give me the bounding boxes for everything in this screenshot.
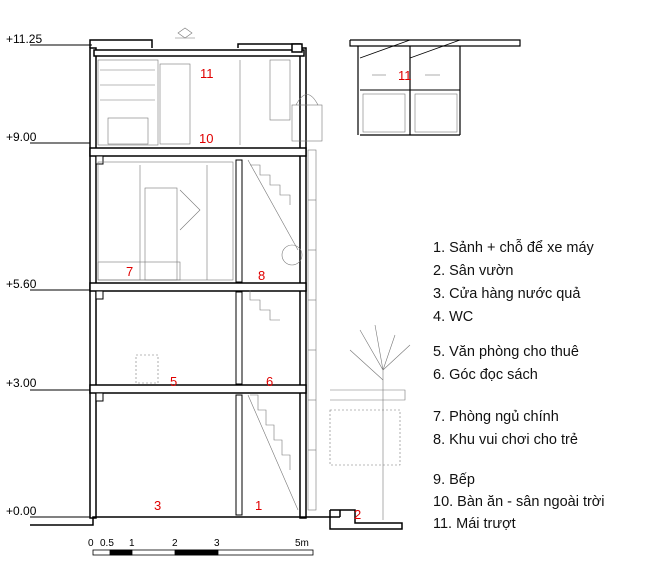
legend-item-6: 6. Góc đọc sách [433, 367, 538, 383]
legend-item-9: 9. Bếp [433, 472, 475, 488]
room-label-8: 8 [258, 268, 266, 283]
scale-tick-1: 1 [129, 538, 135, 549]
room-label-6: 6 [266, 374, 274, 389]
scale-tick-3: 3 [214, 538, 220, 549]
building-walls [30, 39, 403, 530]
legend-item-1: 1. Sảnh + chỗ để xe máy [433, 240, 594, 256]
scale-tick-05: 0.5 [100, 538, 114, 549]
level-label-300: +3.00 [6, 376, 37, 390]
interior-details [97, 27, 411, 520]
scale-bar [92, 549, 314, 556]
level-label-1125: +11.25 [6, 32, 43, 46]
room-label-3: 3 [154, 498, 162, 513]
legend-item-2: 2. Sân vườn [433, 263, 514, 279]
legend-item-4: 4. WC [433, 309, 474, 325]
roof-detail [349, 39, 521, 136]
scale-tick-0: 0 [88, 538, 94, 549]
legend-item-10: 10. Bàn ăn - sân ngoài trời [433, 494, 605, 510]
legend-item-5: 5. Văn phòng cho thuê [433, 344, 579, 360]
legend-item-7: 7. Phòng ngủ chính [433, 409, 559, 425]
room-label-1: 1 [255, 498, 263, 513]
level-label-560: +5.60 [6, 277, 37, 291]
legend-item-8: 8. Khu vui chơi cho trẻ [433, 432, 578, 448]
roof-detail-label-11: 11 [398, 68, 412, 83]
scale-tick-5m: 5m [295, 538, 309, 549]
room-label-10: 10 [199, 131, 214, 146]
room-label-7: 7 [126, 264, 134, 279]
room-label-2: 2 [354, 507, 362, 522]
legend-item-3: 3. Cửa hàng nước quả [433, 286, 581, 302]
legend-item-11: 11. Mái trượt [433, 516, 516, 532]
level-label-000: +0.00 [6, 504, 37, 518]
room-label-11: 11 [200, 66, 214, 81]
room-label-5: 5 [170, 374, 178, 389]
scale-tick-2: 2 [172, 538, 178, 549]
level-label-900: +9.00 [6, 130, 37, 144]
